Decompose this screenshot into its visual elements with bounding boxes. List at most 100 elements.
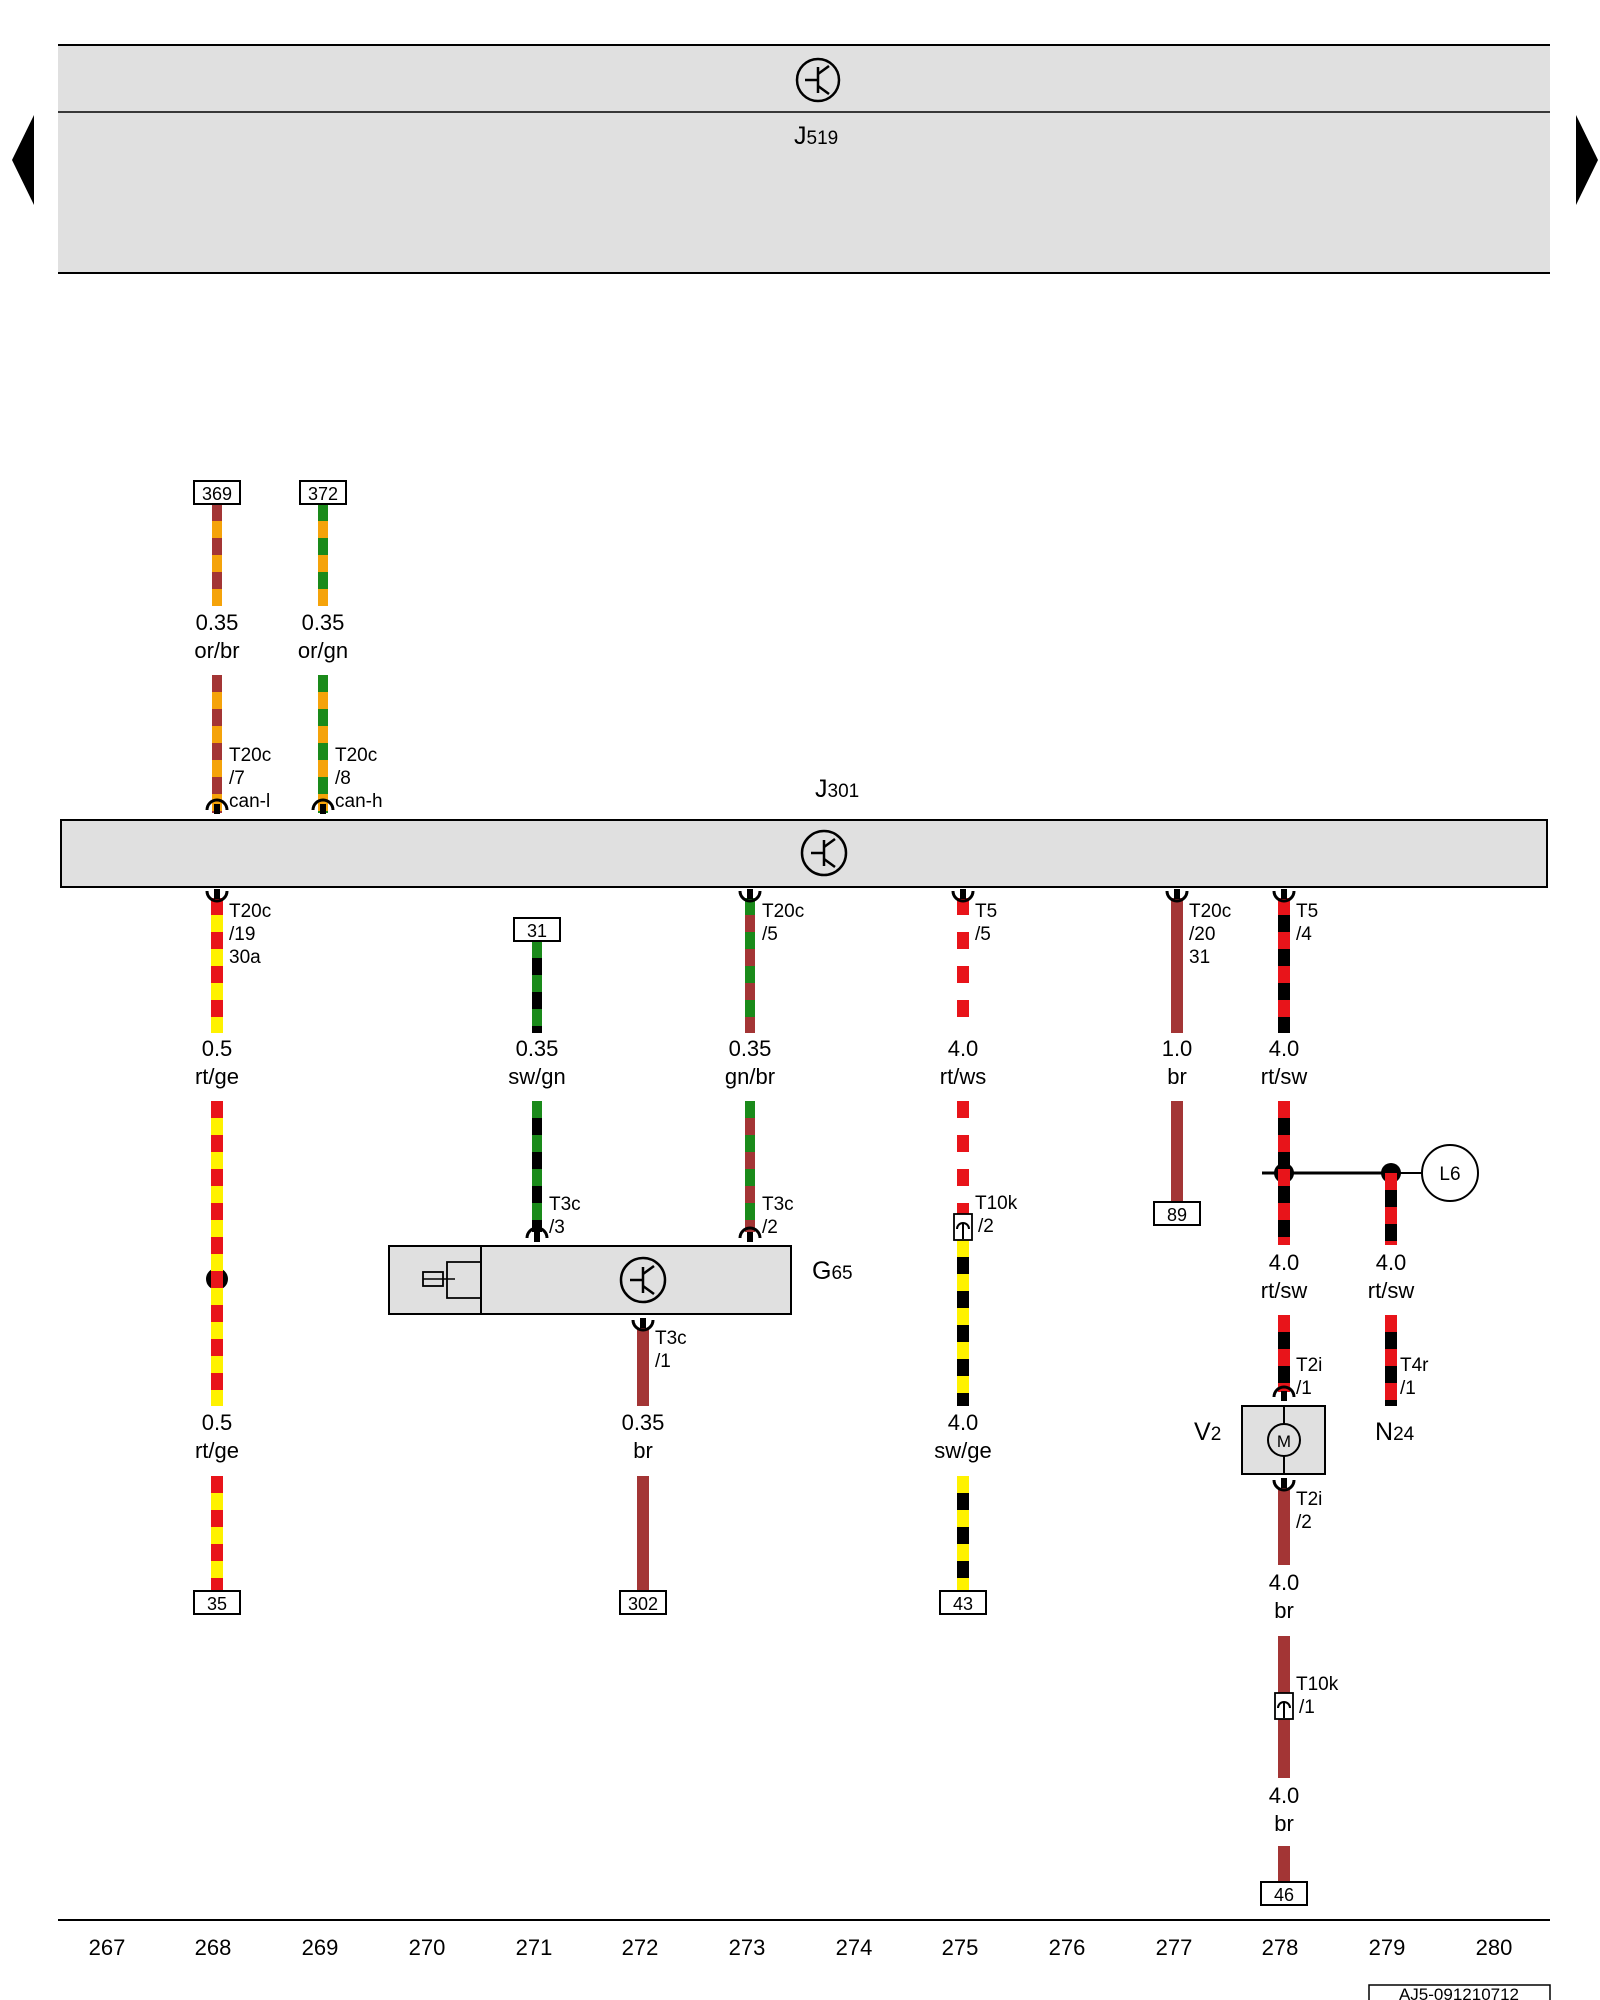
pin-label: T20c/5 [762,901,804,945]
axis-tick-label: 278 [1262,1935,1299,1960]
axis-tick-label: 268 [195,1935,232,1960]
svg-text:V2: V2 [1194,1418,1221,1446]
ref-box-35: 35 [193,1590,241,1615]
wire-sw-ge [957,1476,969,1591]
pin-label: T3c/1 [655,1328,687,1372]
svg-text:AJ5-091210712: AJ5-091210712 [1399,1985,1519,2000]
wire-sw-gn [532,1101,542,1232]
wire-rt-sw [1278,1101,1290,1245]
pin-label: T5/5 [975,901,997,945]
j519-suffix: 519 [807,128,839,149]
wire-br [637,1476,649,1591]
axis-tick-label: 271 [516,1935,553,1960]
wire-color: rt/sw [1368,1278,1415,1303]
axis-tick-label: 279 [1369,1935,1406,1960]
wire-color: or/gn [298,638,348,663]
wire-size: 0.35 [302,610,345,635]
wire-rt-ws [957,1101,969,1215]
ref-box-89: 89 [1153,1201,1201,1226]
electronic-module-icon [619,1256,667,1304]
pressure-sensor-icon [422,1261,481,1299]
wire-rt-ws [957,898,969,1033]
pin-label: T10k/2 [975,1193,1018,1237]
inline-connector-icon [1274,1692,1294,1720]
connector-contact [205,889,229,903]
pin-label: T5/4 [1296,901,1318,945]
svg-text:43: 43 [953,1594,973,1614]
axis-tick-label: 280 [1476,1935,1513,1960]
svg-text:369: 369 [202,484,232,504]
connector-contact [738,889,762,903]
wire-size: 4.0 [1376,1250,1407,1275]
connector-contact [738,1226,762,1242]
wire-rt-ge [211,898,223,1033]
svg-text:31: 31 [527,921,547,941]
ref-box-31: 31 [513,917,561,942]
wire-color: rt/ws [940,1064,986,1089]
wire-br [1171,898,1183,1033]
svg-text:35: 35 [207,1594,227,1614]
wire-size: 0.35 [516,1036,559,1061]
connector-contact [951,889,975,903]
wire-color: br [1167,1064,1187,1089]
wire-sw-gn [532,941,542,1033]
wire-or-br [212,504,222,606]
pin-label: T2i/2 [1296,1489,1322,1533]
wire-color: or/br [194,638,239,663]
motor-icon [1267,1423,1301,1457]
wire-color: rt/sw [1261,1278,1308,1303]
wire-color: sw/ge [934,1438,991,1463]
triangle-right-icon[interactable] [1576,115,1598,205]
svg-text:46: 46 [1274,1885,1294,1905]
wire-gn-br [745,898,755,1033]
wire-br [637,1328,649,1406]
j301-suffix: 301 [828,781,860,802]
wire-color: br [1274,1598,1294,1623]
ref-box-302: 302 [619,1590,667,1615]
connector-contact [1272,1478,1296,1492]
ref-box-46: 46 [1260,1881,1308,1906]
triangle-left-icon[interactable] [12,115,34,205]
lamp-label: L6 [1439,1164,1460,1185]
wire-rt-sw [1385,1315,1397,1406]
wire-rt-sw [1385,1173,1397,1245]
connector-contact [1272,889,1296,903]
wire-or-br [212,675,222,813]
wire-br [1278,1488,1290,1565]
connector-contact [1272,1385,1296,1401]
svg-text:89: 89 [1167,1205,1187,1225]
wire-size: 4.0 [1269,1783,1300,1808]
top-control-unit-j519: J519 [58,44,1550,274]
svg-text:372: 372 [308,484,338,504]
wire-size: 4.0 [1269,1036,1300,1061]
electronic-module-icon [795,57,841,103]
document-id: AJ5-091210712 [1368,1984,1551,2000]
axis-tick-label: 275 [942,1935,979,1960]
axis-tick-label: 276 [1049,1935,1086,1960]
wire-size: 4.0 [1269,1570,1300,1595]
wire-size: 0.35 [729,1036,772,1061]
pin-label: T3c/2 [762,1194,794,1238]
axis-tick-label: 272 [622,1935,659,1960]
pin-label: T10k/1 [1296,1674,1339,1718]
wire-color: sw/gn [508,1064,565,1089]
axis-tick-label: 273 [729,1935,766,1960]
g65-prefix: G [812,1257,831,1285]
wire-color: rt/ge [195,1064,239,1089]
wire-color: br [1274,1811,1294,1836]
connector-contact [631,1318,655,1332]
wire-rt-ge [211,1101,223,1406]
wire-gn-br [745,1101,755,1232]
wire-rt-sw [1278,1315,1290,1392]
j301-prefix: J [815,775,828,803]
motor-v2: M V2 [1194,1405,1326,1475]
axis-tick-label: 267 [89,1935,126,1960]
wire-br [1278,1846,1290,1882]
v2-prefix: V [1194,1418,1211,1446]
wire-or-gn [318,675,328,813]
wire-or-gn [318,504,328,606]
connector-contact [205,798,229,814]
svg-text:302: 302 [628,1594,658,1614]
